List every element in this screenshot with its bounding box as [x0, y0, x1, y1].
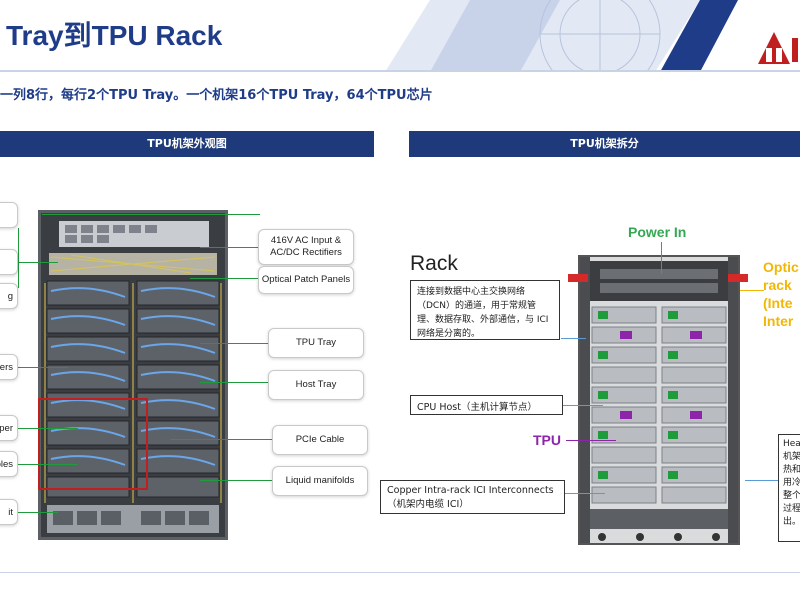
connector-line	[200, 382, 270, 383]
cpu-host-label: CPU Host（主机计算节点）	[410, 395, 563, 415]
label-left-1	[0, 202, 18, 228]
label-left-3: g	[0, 283, 18, 309]
connector-line	[200, 480, 272, 481]
connector-line	[42, 214, 260, 215]
header-divider	[0, 70, 800, 72]
footer-divider	[0, 572, 800, 573]
page-subtitle: 一列8行，每行2个TPU Tray。一个机架16个TPU Tray，64个TPU…	[0, 88, 433, 103]
pointer-cpu-host	[563, 405, 603, 406]
copper-ici-title: Copper Intra-rack ICI Interconnects	[387, 485, 554, 496]
connector-line	[170, 439, 272, 440]
pointer-heat	[745, 480, 778, 481]
header: Tray到TPU Rack	[0, 0, 800, 72]
power-bar-left	[568, 274, 588, 282]
rack-diagram-drawing	[580, 257, 738, 543]
label-optical-patch-panels: Optical Patch Panels	[258, 266, 354, 294]
label-left-4: ers	[0, 354, 18, 380]
connector-line	[18, 428, 78, 429]
pointer-optic	[740, 290, 764, 291]
copper-ici-subtitle: （机架内电缆 ICI）	[387, 499, 469, 510]
label-left-7: it	[0, 499, 18, 525]
rack-diagram	[578, 255, 740, 545]
connector-line	[190, 278, 260, 279]
page-title: Tray到TPU Rack	[6, 20, 223, 51]
pointer-tpu	[566, 440, 616, 441]
pointer-rack-desc	[561, 338, 586, 339]
connector-line	[200, 343, 270, 344]
label-ac-input: 416V AC Input & AC/DC Rectifiers	[258, 229, 354, 265]
connector-line	[18, 367, 68, 368]
copper-ici-label: Copper Intra-rack ICI Interconnects （机架内…	[380, 480, 565, 514]
pointer-copper	[565, 493, 605, 494]
highlight-box	[38, 398, 148, 490]
connector-line	[200, 247, 260, 248]
rack-photo-drawing	[41, 213, 225, 537]
label-left-6: bles	[0, 451, 18, 477]
label-tpu-tray: TPU Tray	[268, 328, 364, 358]
label-liquid-manifolds: Liquid manifolds	[272, 466, 368, 496]
pointer-power-in	[661, 242, 662, 274]
left-panel-heading: TPU机架外观图	[0, 131, 374, 157]
label-left-5: per	[0, 415, 18, 441]
connector-line	[18, 464, 78, 465]
connector-line	[18, 512, 58, 513]
header-decoration	[385, 0, 738, 72]
tpu-label: TPU	[533, 432, 561, 448]
label-host-tray: Host Tray	[268, 370, 364, 400]
rack-title: Rack	[410, 252, 458, 275]
right-panel-heading: TPU机架拆分	[409, 131, 800, 157]
optic-label: Optic rack (Inte Inter	[763, 259, 799, 329]
label-pcie-cable: PCIe Cable	[272, 425, 368, 455]
connector-line	[18, 228, 19, 288]
label-left-2	[0, 249, 18, 275]
rack-photo	[38, 210, 228, 540]
logo-icon	[758, 32, 798, 64]
connector-line	[18, 262, 58, 263]
rack-description: 连接到数据中心主交换网络（DCN）的通道，用于常规管理、数据存取、外部通信，与 …	[410, 280, 560, 340]
power-in-label: Power In	[628, 224, 687, 240]
power-bar-right	[728, 274, 748, 282]
heat-label: Hea 机架 热和 用冷 整个 过程 出。	[778, 434, 800, 542]
